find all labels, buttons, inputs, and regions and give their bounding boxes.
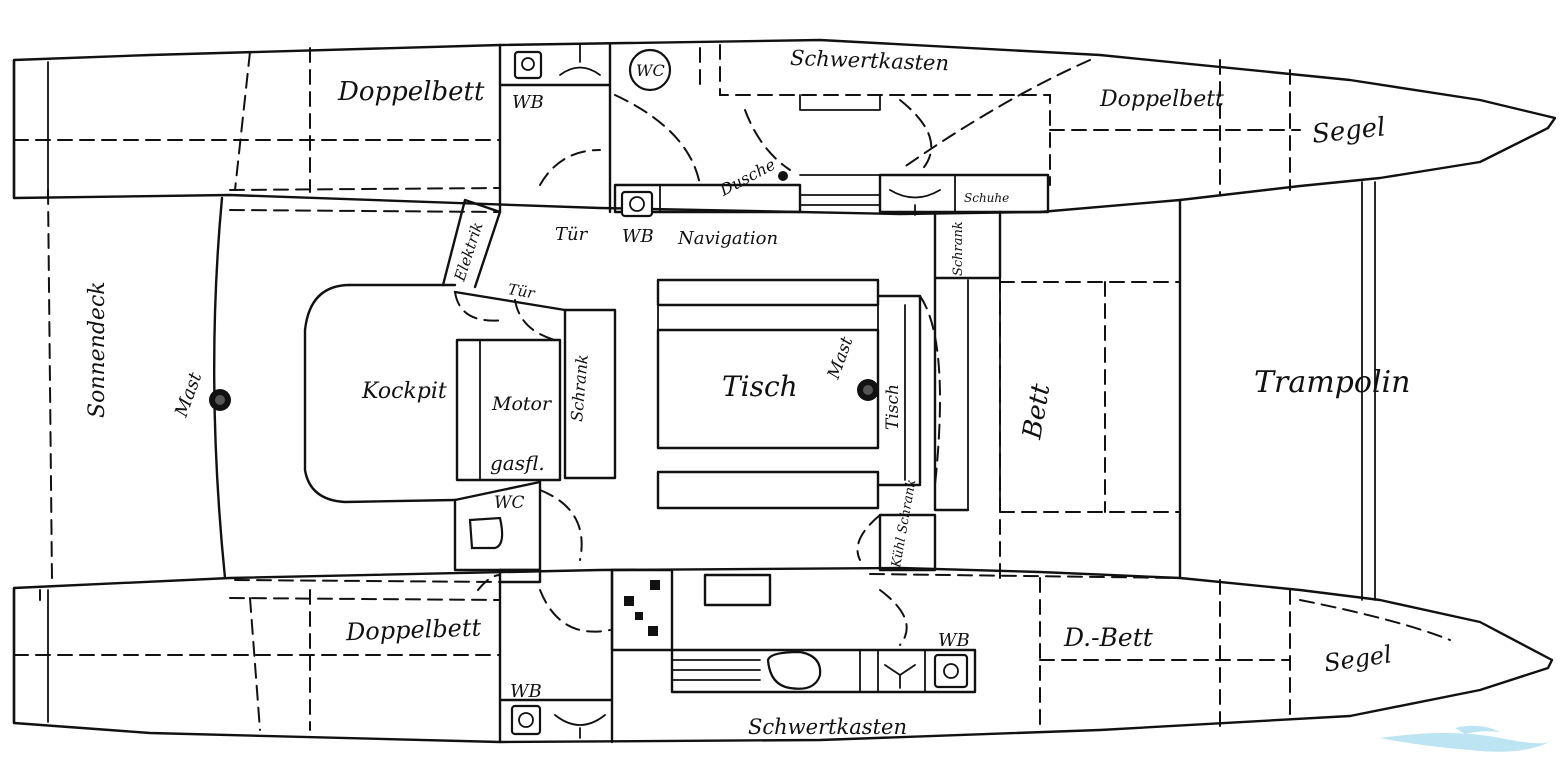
label-bett: Bett [1017,381,1056,442]
label-schwertkasten-top: Schwertkasten [790,46,950,76]
mast-icon [857,379,879,401]
label-wb-nav: WB [622,226,654,247]
label-elektrik: Elektrik [450,220,486,284]
label-kockpit: Kockpit [361,379,447,404]
label-doppelbett-stbd: Doppelbett [345,614,482,647]
label-navigation: Navigation [677,228,778,249]
label-wc-top: WC [636,61,665,80]
mast-icon [209,389,231,411]
bridge-deck [303,198,1001,572]
label-d-bett: D.-Bett [1063,623,1154,652]
label-motor: Motor [491,393,553,415]
seat-icon [554,44,941,739]
toilet-icon [628,48,672,92]
label-tisch-main: Tisch [722,370,798,403]
label-tuer-mid: Tür [506,280,536,303]
label-schwertkasten-bottom: Schwertkasten [748,715,907,739]
label-dusche: Dusche [716,155,779,200]
label-kuehlschrank: Kühl Schrank [889,478,919,570]
sink-icon [933,653,969,689]
label-segel-bottom: Segel [1322,640,1393,677]
label-tisch-side: Tisch [883,384,903,430]
label-wb-stbd-aft: WB [510,681,542,702]
label-schrank-fwd: Schrank [951,221,966,276]
label-segel-top: Segel [1311,112,1387,150]
label-wc-mid: WC [494,493,524,513]
vent-icon [778,171,788,181]
label-gasfl: gasfl. [490,451,545,475]
sink-icon [510,704,542,736]
stove-icon [624,580,660,636]
label-doppelbett-port-aft: Doppelbett [337,77,485,107]
port-hull-interior [498,43,1050,280]
label-wb-stbd-fwd: WB [938,630,970,651]
label-wb-top: WB [512,92,544,113]
dashed-construction-lines [13,44,1451,731]
sink-icon [513,50,543,80]
label-mast-aft: Mast [171,369,207,421]
toilet-icon [766,650,822,690]
label-mast-mid: Mast [824,334,858,382]
sink-icon [620,190,654,218]
label-doppelbett-port-fwd: Doppelbett [1099,87,1224,112]
watermark-logo [1380,725,1550,752]
label-schrank-mid: Schrank [567,354,592,423]
label-sonnendeck: Sonnendeck [85,281,110,418]
label-schuhe: Schuhe [964,191,1009,205]
label-trampolin: Trampolin [1254,365,1410,400]
label-tuer-top: Tür [555,224,589,245]
starboard-hull-interior [477,568,977,744]
toilet-icon [468,516,504,550]
